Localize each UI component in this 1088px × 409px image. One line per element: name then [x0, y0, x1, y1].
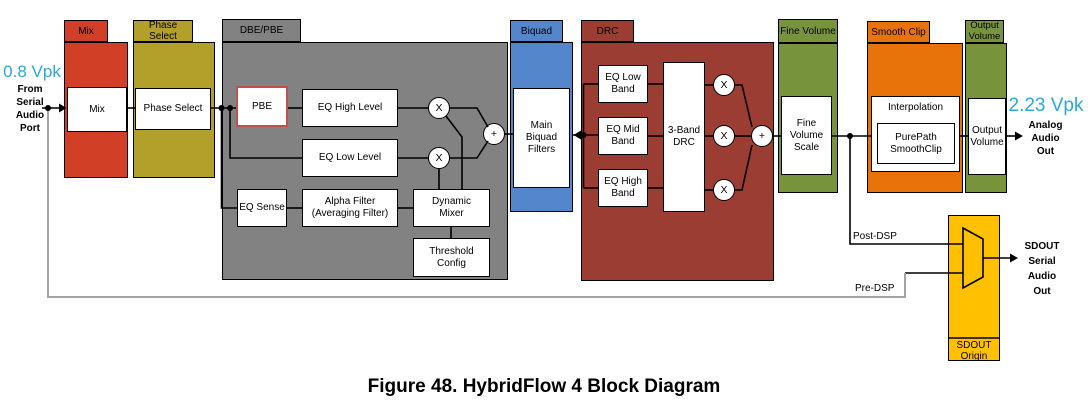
- pre-dsp-label: Pre-DSP: [855, 283, 895, 294]
- drc-multiplier-low: X: [713, 74, 735, 96]
- phase-select-tab: Phase Select: [133, 20, 193, 42]
- eq-low-level-box: EQ Low Level: [302, 139, 398, 177]
- dbe-pbe-tab: DBE/PBE: [222, 19, 301, 42]
- mix-tab: Mix: [64, 20, 108, 42]
- eq-mid-band-box: EQ Mid Band: [598, 117, 648, 155]
- dbe-multiplier-high: X: [428, 97, 450, 119]
- biquad-tab: Biquad: [510, 20, 563, 42]
- sdout-out-label: SDOUT Serial Audio Out: [1024, 241, 1060, 297]
- main-biquad-filters-box: Main Biquad Filters: [513, 88, 570, 188]
- mix-box: Mix: [67, 87, 127, 132]
- figure-caption: Figure 48. HybridFlow 4 Block Diagram: [367, 376, 721, 397]
- interpolation-label: Interpolation: [887, 102, 944, 113]
- eq-low-band-box: EQ Low Band: [598, 65, 648, 103]
- output-level-label: 2.23 Vpk: [1008, 95, 1084, 116]
- sdout-origin-label: SDOUT Origin: [956, 340, 992, 362]
- drc-tab: DRC: [581, 20, 634, 42]
- drc-multiplier-mid: X: [713, 125, 735, 147]
- purepath-smoothclip-box: PurePath SmoothClip: [877, 123, 955, 164]
- eq-high-level-box: EQ High Level: [302, 89, 398, 127]
- drc-adder: +: [751, 125, 773, 147]
- smooth-clip-tab: Smooth Clip: [867, 21, 930, 43]
- output-volume-tab: Output Volume: [965, 20, 1004, 43]
- post-dsp-label: Post-DSP: [853, 231, 897, 242]
- fine-volume-scale-box: Fine Volume Scale: [781, 96, 832, 175]
- dynamic-mixer-box: Dynamic Mixer: [413, 189, 490, 227]
- eq-sense-box: EQ Sense: [237, 189, 287, 227]
- output-volume-box: Output Volume: [968, 98, 1006, 175]
- alpha-filter-box: Alpha Filter (Averaging Filter): [302, 189, 398, 227]
- pbe-box: PBE: [236, 86, 288, 127]
- dbe-multiplier-low: X: [428, 147, 450, 169]
- three-band-drc-box: 3-Band DRC: [663, 62, 705, 212]
- threshold-config-box: Threshold Config: [413, 238, 490, 277]
- output-desc-label: Analog Audio Out: [1028, 120, 1063, 157]
- phase-select-box: Phase Select: [135, 88, 211, 130]
- drc-multiplier-high: X: [713, 179, 735, 201]
- input-desc-label: From Serial Audio Port: [15, 84, 45, 134]
- eq-high-band-box: EQ High Band: [598, 169, 648, 207]
- fine-volume-tab: Fine Volume: [778, 19, 838, 43]
- dbe-adder: +: [483, 123, 505, 145]
- input-level-label: 0.8 Vpk: [3, 62, 61, 81]
